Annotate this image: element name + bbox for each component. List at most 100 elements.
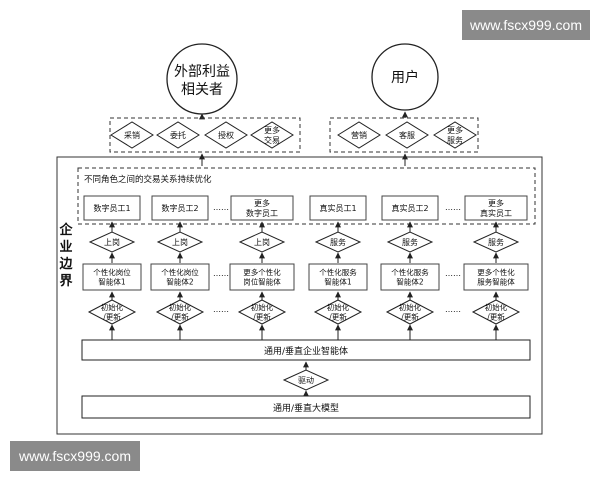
agent-box <box>82 263 142 291</box>
coordination-title: 不同角色之间的交易关系持续优化 <box>84 174 212 185</box>
drive-diamond <box>282 369 330 391</box>
enterprise-agent-bar <box>81 339 531 361</box>
agent-box <box>380 263 440 291</box>
svg-text:业: 业 <box>59 239 72 255</box>
init-update-label: 初始化 <box>399 302 422 312</box>
role-box <box>309 195 367 221</box>
user-action-diamond <box>337 121 381 149</box>
role-label: 数字员工 <box>246 208 278 218</box>
ellipsis: …… <box>213 203 229 212</box>
role-box <box>381 195 439 221</box>
init-update-label: 初始化 <box>485 302 508 312</box>
user-action-label: 服务 <box>447 135 463 145</box>
role-label: 更多 <box>488 198 504 208</box>
role-action-label: 服务 <box>330 237 346 247</box>
watermark-bottom: www.fscx999.com <box>10 441 140 471</box>
foundation-model-label: 通用/垂直大模型 <box>273 402 339 414</box>
user-action-label: 更多 <box>447 125 463 135</box>
role-action-diamond <box>88 231 136 253</box>
agent-label: 个性化岗位 <box>93 267 131 277</box>
user-action-label: 客服 <box>399 130 415 140</box>
agent-label: 更多个性化 <box>243 267 281 277</box>
agent-label: 智能体2 <box>166 276 193 286</box>
stakeholder-action-diamond <box>156 121 200 149</box>
agent-label: 个性化服务 <box>391 267 429 277</box>
role-action-label: 服务 <box>488 237 504 247</box>
init-update-diamond <box>471 299 521 325</box>
agent-label: 个性化岗位 <box>161 267 199 277</box>
external-stakeholders-line1: 外部利益 <box>174 64 230 80</box>
foundation-model-bar <box>81 395 531 419</box>
init-update-diamond <box>313 299 363 325</box>
role-box <box>230 195 294 221</box>
agent-box <box>229 263 295 291</box>
init-update-label: 初始化 <box>327 302 350 312</box>
ellipsis: …… <box>445 305 461 314</box>
agent-box <box>463 263 529 291</box>
user-action-label: 营销 <box>351 130 367 140</box>
agent-box <box>150 263 210 291</box>
init-update-label: /更新 <box>253 311 271 321</box>
enterprise-boundary-label: 企 业 边 界 <box>58 222 73 289</box>
role-label: 真实员工 <box>480 208 512 218</box>
role-box <box>83 195 141 221</box>
role-action-label: 上岗 <box>254 238 270 247</box>
role-box <box>464 195 528 221</box>
svg-text:企: 企 <box>58 222 73 238</box>
role-action-diamond <box>314 231 362 253</box>
ellipsis: …… <box>445 203 461 212</box>
users-circle <box>371 43 439 111</box>
init-update-label: /更新 <box>329 311 347 321</box>
drive-label: 驱动 <box>298 375 314 385</box>
init-update-label: /更新 <box>103 311 121 321</box>
init-update-label: /更新 <box>401 311 419 321</box>
svg-text:边: 边 <box>58 257 73 272</box>
role-action-diamond <box>156 231 204 253</box>
role-label: 更多 <box>254 198 270 208</box>
stakeholder-action-diamond <box>204 121 248 149</box>
stakeholder-action-diamond <box>250 121 294 149</box>
init-update-diamond <box>155 299 205 325</box>
stakeholder-action-label: 采销 <box>124 130 140 140</box>
role-action-label: 上岗 <box>104 238 120 247</box>
agent-label: 智能体2 <box>396 276 423 286</box>
init-update-label: /更新 <box>487 311 505 321</box>
stakeholder-action-diamond <box>110 121 154 149</box>
init-update-diamond <box>385 299 435 325</box>
users-label: 用户 <box>391 69 419 86</box>
role-action-diamond <box>238 231 286 253</box>
user-action-diamond <box>385 121 429 149</box>
agent-label: 智能体1 <box>98 276 125 286</box>
init-update-diamond <box>87 299 137 325</box>
role-action-diamond <box>472 231 520 253</box>
role-action-label: 服务 <box>402 237 418 247</box>
agent-box <box>308 263 368 291</box>
init-update-label: 初始化 <box>169 302 192 312</box>
role-action-diamond <box>386 231 434 253</box>
stakeholder-action-label: 委托 <box>170 130 186 140</box>
init-update-label: 初始化 <box>101 302 124 312</box>
role-box <box>151 195 209 221</box>
stakeholder-action-label: 授权 <box>218 130 234 140</box>
ellipsis: …… <box>445 269 461 278</box>
stakeholder-action-label: 交易 <box>264 135 280 145</box>
external-stakeholders-line2: 相关者 <box>181 82 223 98</box>
user-actions-box <box>329 117 479 153</box>
svg-text:界: 界 <box>59 273 72 289</box>
role-label: 数字员工2 <box>161 203 198 213</box>
user-action-diamond <box>433 121 477 149</box>
role-label: 真实员工1 <box>319 203 356 213</box>
role-action-label: 上岗 <box>172 238 188 247</box>
ellipsis: …… <box>213 269 229 278</box>
ellipsis: …… <box>213 305 229 314</box>
role-label: 数字员工1 <box>93 203 130 213</box>
init-update-label: /更新 <box>171 311 189 321</box>
agent-label: 服务智能体 <box>477 276 515 286</box>
stakeholder-action-label: 更多 <box>264 125 280 135</box>
init-update-label: 初始化 <box>251 302 274 312</box>
role-label: 真实员工2 <box>391 203 428 213</box>
agent-label: 个性化服务 <box>319 267 357 277</box>
enterprise-boundary-box <box>56 156 543 435</box>
init-update-diamond <box>237 299 287 325</box>
